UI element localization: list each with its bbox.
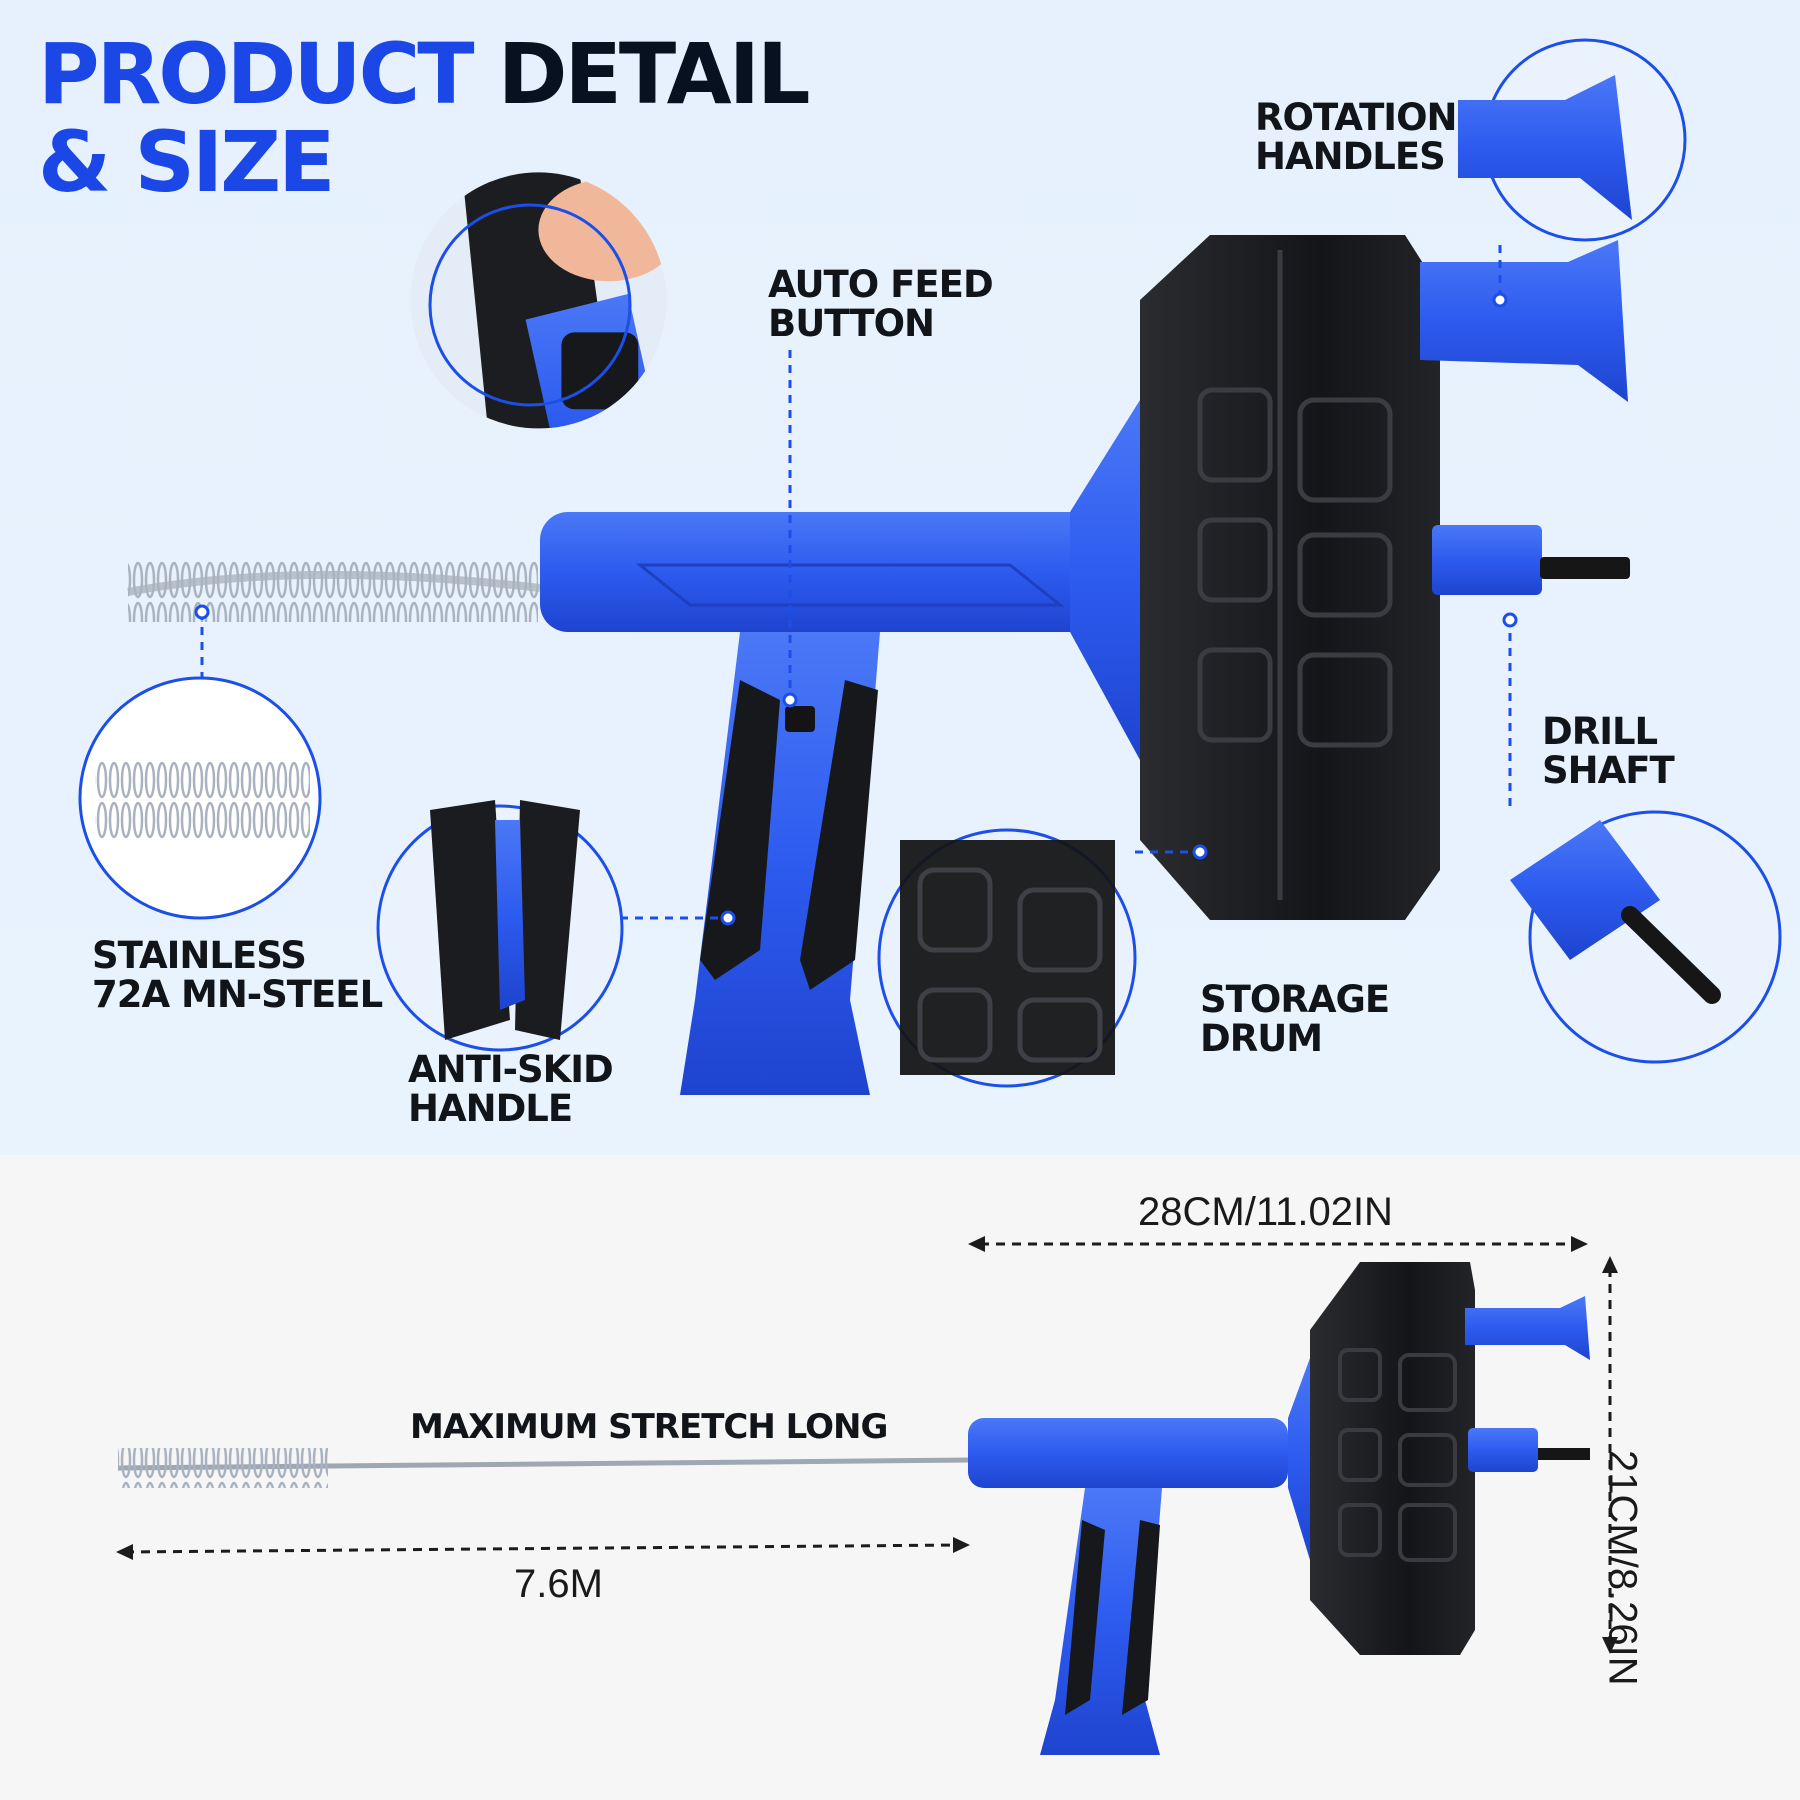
label-line: BUTTON [768, 302, 935, 345]
label-anti-skid-handle: ANTI-SKID HANDLE [408, 1048, 614, 1130]
dimension-lines [124, 1242, 1612, 1642]
label-line: STORAGE [1200, 978, 1390, 1021]
detail-circle-grip [376, 800, 624, 1052]
label-line: DRILL [1542, 710, 1658, 753]
steel-cable-spring [128, 560, 538, 622]
label-line: ROTATION [1255, 96, 1458, 139]
label-drill-shaft: DRILL SHAFT [1542, 710, 1675, 792]
cable-coil-small [118, 1448, 328, 1488]
detail-circle-rotation-handle [1458, 38, 1687, 242]
gun-barrel [540, 512, 1100, 632]
stretch-caption: MAXIMUM STRETCH LONG [410, 1407, 888, 1447]
label-stainless-steel: STAINLESS 72A MN-STEEL [92, 934, 383, 1016]
leader-lines [200, 245, 1512, 920]
pistol-grip [680, 632, 880, 1095]
drain-snake-size [117, 1262, 1590, 1755]
label-line: HANDLES [1255, 135, 1446, 178]
label-rotation-handles: ROTATION HANDLES [1255, 96, 1458, 178]
dimension-cable-length: 7.6M [514, 1562, 603, 1606]
label-line: ANTI-SKID [408, 1048, 614, 1091]
label-line: STAINLESS [92, 934, 307, 977]
drain-snake-main [127, 235, 1630, 1095]
label-auto-feed-button: AUTO FEED BUTTON [768, 263, 994, 345]
label-line: DRUM [1200, 1017, 1323, 1060]
label-line: HANDLE [408, 1087, 573, 1130]
auto-feed-button [785, 706, 815, 732]
label-line: SHAFT [1542, 749, 1675, 792]
label-line: 72A MN-STEEL [92, 973, 383, 1016]
label-storage-drum: STORAGE DRUM [1200, 978, 1390, 1060]
storage-drum [1140, 235, 1440, 920]
dimension-width: 28CM/11.02IN [1138, 1190, 1393, 1234]
title-word-product: PRODUCT [38, 25, 475, 123]
label-line: AUTO FEED [768, 263, 994, 306]
detail-circle-spring [78, 676, 322, 920]
detail-circle-drill-shaft [1510, 810, 1782, 1064]
drill-shaft [1540, 557, 1630, 579]
title-line-size: & SIZE [38, 113, 336, 211]
dimension-height: 21CM/8.26IN [1600, 1450, 1645, 1686]
title-word-detail: DETAIL [497, 25, 811, 123]
rotation-handle [1420, 240, 1628, 402]
page-title: PRODUCT DETAIL & SIZE [38, 30, 810, 211]
detail-circle-drum [877, 828, 1137, 1088]
